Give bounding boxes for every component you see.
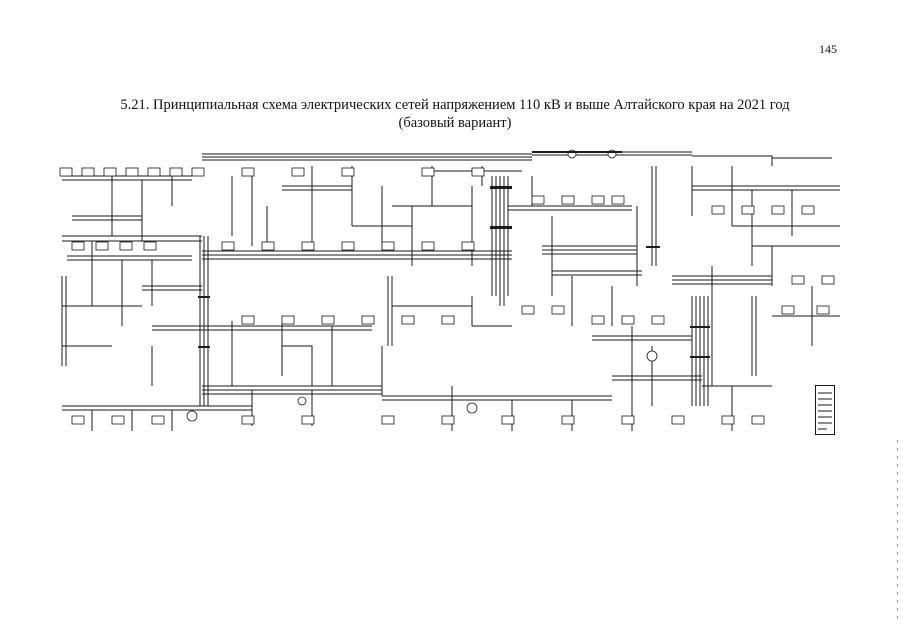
trunk-line-top xyxy=(202,153,532,161)
title-line-1: 5.21. Принципиальная схема электрических… xyxy=(120,97,790,113)
central-vertical-trunk xyxy=(491,176,509,306)
page-title: 5.21. Принципиальная схема электрических… xyxy=(60,96,850,132)
network-schematic xyxy=(52,146,840,438)
central-bus xyxy=(202,250,512,260)
legend-box xyxy=(815,385,835,435)
title-line-2: (базовый вариант) xyxy=(398,115,512,131)
scan-margin-marks xyxy=(897,440,899,620)
schematic-drawing xyxy=(59,149,840,431)
legend-drawing xyxy=(815,385,835,435)
page-number: 145 xyxy=(819,42,837,56)
